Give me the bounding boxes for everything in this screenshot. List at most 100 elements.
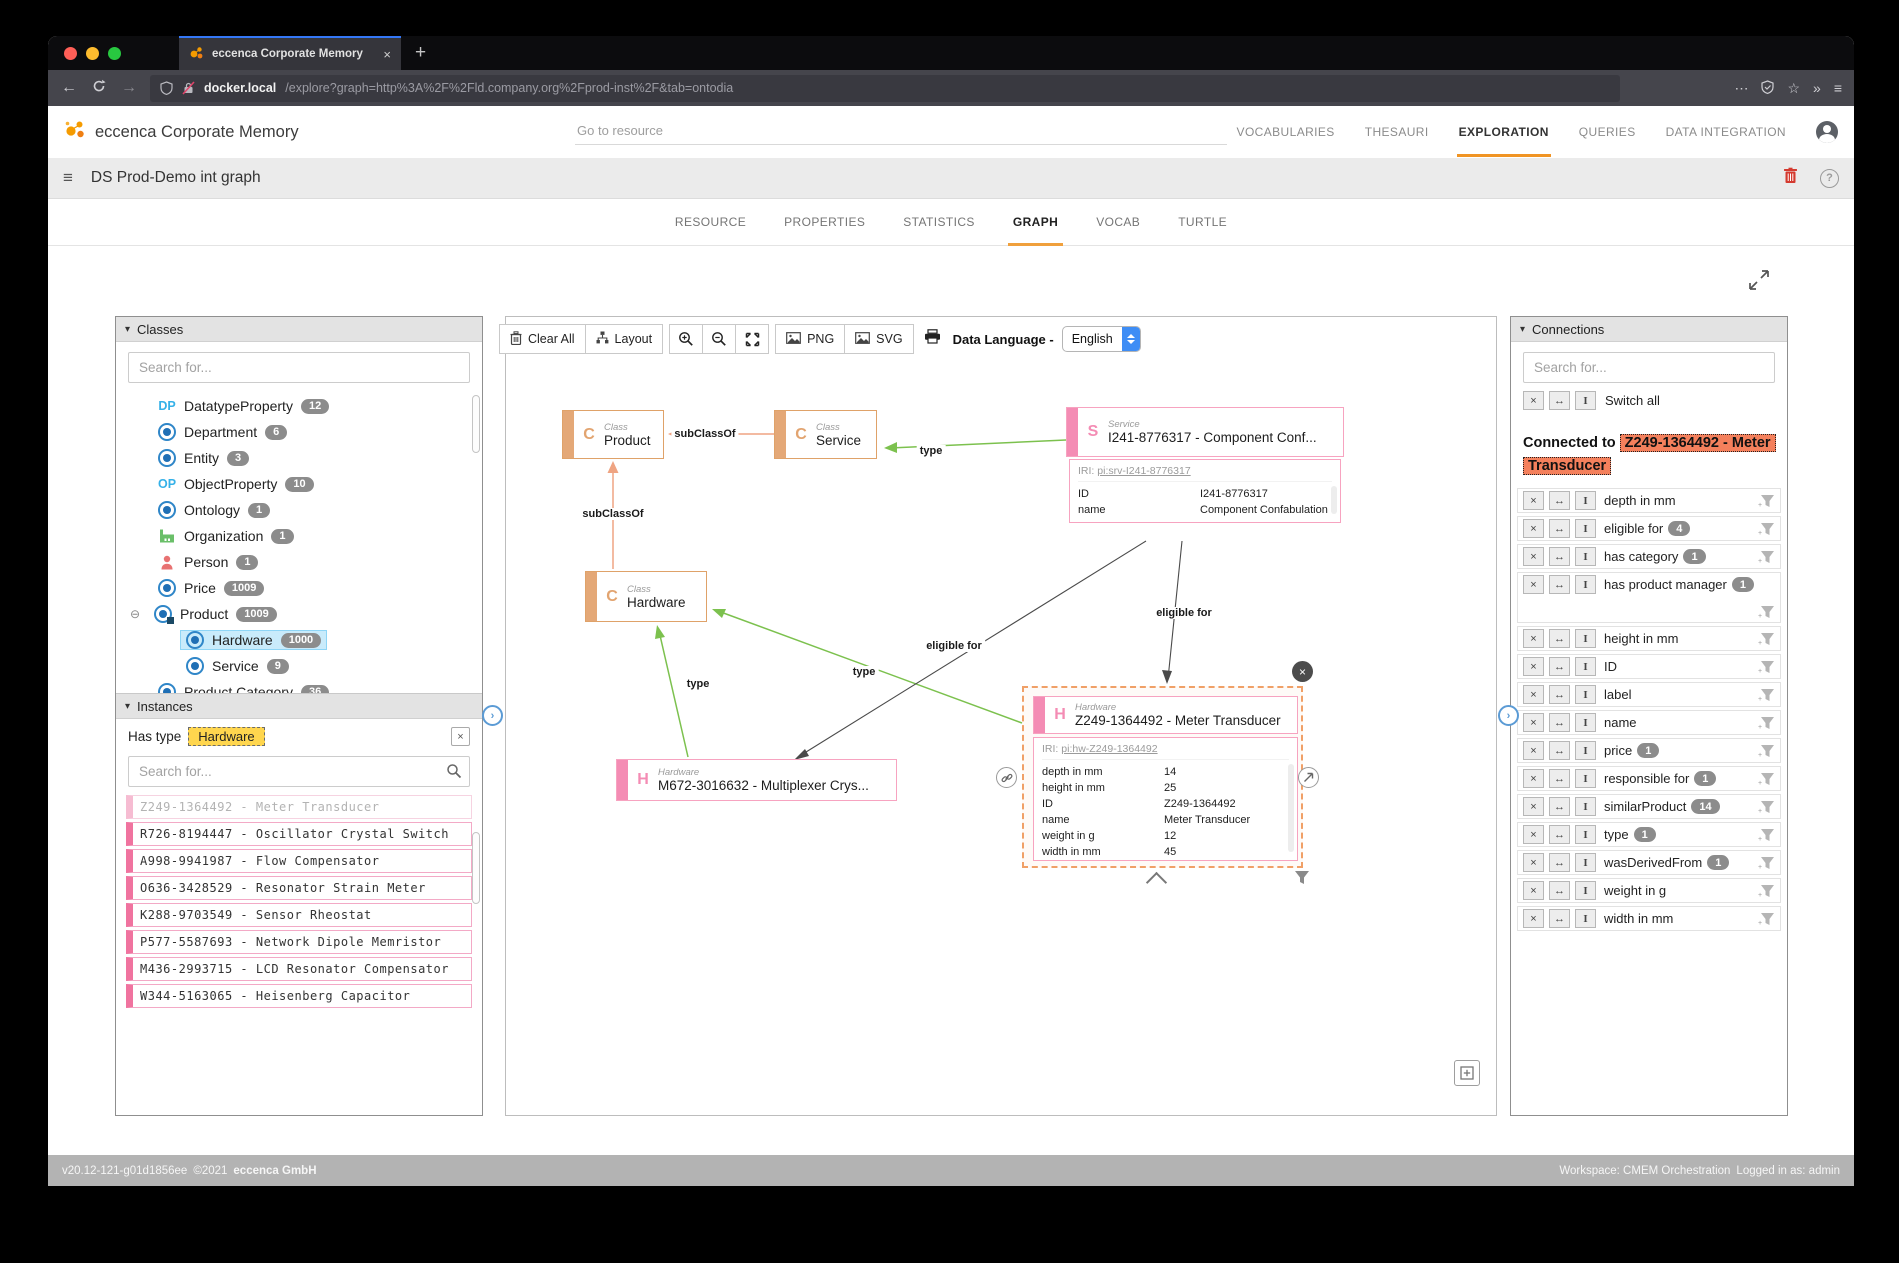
class-tree-item[interactable]: Person 1 — [116, 549, 482, 575]
swap-connection-icon[interactable]: ↔ — [1549, 491, 1570, 510]
class-tree-item[interactable]: Price 1009 — [116, 575, 482, 601]
filter-node-icon[interactable] — [1294, 869, 1312, 887]
instances-search-input[interactable] — [128, 756, 470, 787]
menu-icon[interactable]: ≡ — [63, 168, 73, 187]
class-tree-item[interactable]: Entity 3 — [116, 445, 482, 471]
tab-properties[interactable]: PROPERTIES — [784, 215, 866, 229]
add-filter-icon[interactable]: + — [1758, 883, 1775, 899]
instance-list-item[interactable]: O636-3428529 - Resonator Strain Meter — [126, 876, 472, 900]
add-filter-icon[interactable]: + — [1758, 911, 1775, 927]
node-scrollbar[interactable] — [1331, 486, 1337, 514]
add-filter-icon[interactable]: + — [1758, 493, 1775, 509]
brand[interactable]: eccenca Corporate Memory — [64, 119, 299, 146]
nav-exploration[interactable]: EXPLORATION — [1456, 125, 1551, 157]
remove-connection-icon[interactable]: × — [1523, 797, 1544, 816]
instance-list-item[interactable]: P577-5587693 - Network Dipole Memristor — [126, 930, 472, 954]
swap-connection-icon[interactable]: ↔ — [1549, 881, 1570, 900]
connection-row[interactable]: × ↔ I depth in mm + — [1517, 488, 1781, 513]
window-close-button[interactable] — [64, 46, 77, 60]
swap-connection-icon[interactable]: ↔ — [1549, 741, 1570, 760]
text-connection-icon[interactable]: I — [1575, 909, 1596, 928]
remove-connection-icon[interactable]: × — [1523, 853, 1544, 872]
class-tree-item[interactable]: DP DatatypeProperty 12 — [116, 393, 482, 419]
navigate-node-icon[interactable] — [1298, 767, 1319, 788]
graph-canvas[interactable]: Clear All Layout PNG SVG — [499, 316, 1497, 1116]
remove-connection-icon[interactable]: × — [1523, 657, 1544, 676]
connection-row[interactable]: × ↔ I name + — [1517, 710, 1781, 735]
export-svg-button[interactable]: SVG — [844, 324, 914, 354]
instances-scrollbar[interactable] — [472, 832, 480, 904]
add-filter-icon[interactable]: + — [1758, 521, 1775, 537]
filter-clear-icon[interactable]: × — [451, 727, 470, 746]
text-connection-icon[interactable]: I — [1575, 519, 1596, 538]
text-connection-icon[interactable]: I — [1575, 769, 1596, 788]
tab-vocab[interactable]: VOCAB — [1096, 215, 1141, 229]
tab-graph[interactable]: GRAPH — [1007, 199, 1064, 246]
connections-search-input[interactable] — [1523, 352, 1775, 383]
swap-all-icon[interactable]: ↔ — [1549, 391, 1570, 410]
window-minimize-button[interactable] — [86, 46, 99, 60]
class-tree-item[interactable]: Service 9 — [116, 653, 482, 679]
instance-list-item[interactable]: A998-9941987 - Flow Compensator — [126, 849, 472, 873]
class-tree-item[interactable]: Product Category 36 — [116, 679, 482, 693]
swap-connection-icon[interactable]: ↔ — [1549, 657, 1570, 676]
help-icon[interactable]: ? — [1820, 168, 1839, 188]
connection-row[interactable]: × ↔ I price 1 + — [1517, 738, 1781, 763]
text-connection-icon[interactable]: I — [1575, 741, 1596, 760]
remove-connection-icon[interactable]: × — [1523, 519, 1544, 538]
text-connection-icon[interactable]: I — [1575, 825, 1596, 844]
clear-all-button[interactable]: Clear All — [499, 324, 586, 354]
class-tree-item[interactable]: OP ObjectProperty 10 — [116, 471, 482, 497]
remove-connection-icon[interactable]: × — [1523, 909, 1544, 928]
class-tree-item[interactable]: Organization 1 — [116, 523, 482, 549]
print-icon[interactable] — [924, 329, 941, 349]
connections-section-header[interactable]: ▾ Connections — [1511, 317, 1787, 342]
remove-connection-icon[interactable]: × — [1523, 741, 1544, 760]
instance-list-item[interactable]: Z249-1364492 - Meter Transducer — [126, 795, 472, 819]
goto-resource-input[interactable] — [575, 117, 1227, 145]
swap-connection-icon[interactable]: ↔ — [1549, 519, 1570, 538]
add-filter-icon[interactable]: + — [1758, 715, 1775, 731]
zoom-in-button[interactable] — [669, 324, 704, 354]
tree-expander-icon[interactable]: ⊖ — [130, 607, 141, 621]
add-filter-icon[interactable]: + — [1758, 687, 1775, 703]
class-tree-item[interactable]: Department 6 — [116, 419, 482, 445]
tracking-shield-icon[interactable] — [160, 81, 173, 95]
collapse-right-panel-handle[interactable]: › — [1498, 705, 1519, 726]
collapse-left-panel-handle[interactable]: › — [482, 705, 503, 726]
instances-section-header[interactable]: ▾ Instances — [116, 693, 482, 719]
remove-connection-icon[interactable]: × — [1523, 685, 1544, 704]
add-filter-icon[interactable]: + — [1758, 743, 1775, 759]
classes-section-header[interactable]: ▾ Classes — [116, 317, 482, 342]
add-filter-icon[interactable]: + — [1758, 771, 1775, 787]
nav-data-integration[interactable]: DATA INTEGRATION — [1665, 125, 1786, 139]
back-icon[interactable]: ← — [61, 79, 77, 96]
instance-list-item[interactable]: M436-2993715 - LCD Resonator Compensator — [126, 957, 472, 981]
add-filter-icon[interactable]: + — [1758, 659, 1775, 675]
swap-connection-icon[interactable]: ↔ — [1549, 575, 1570, 594]
swap-connection-icon[interactable]: ↔ — [1549, 769, 1570, 788]
remove-all-icon[interactable]: × — [1523, 391, 1544, 410]
tab-turtle[interactable]: TURTLE — [1178, 215, 1228, 229]
insecure-lock-icon[interactable] — [182, 81, 195, 95]
text-all-icon[interactable]: I — [1575, 391, 1596, 410]
remove-connection-icon[interactable]: × — [1523, 629, 1544, 648]
nav-vocabularies[interactable]: VOCABULARIES — [1236, 125, 1335, 139]
tab-resource[interactable]: RESOURCE — [674, 215, 747, 229]
zoom-to-fit-button[interactable] — [735, 324, 770, 354]
swap-connection-icon[interactable]: ↔ — [1549, 629, 1570, 648]
link-node-icon[interactable] — [996, 767, 1017, 788]
collapse-properties-icon[interactable] — [1145, 871, 1168, 894]
layout-button[interactable]: Layout — [584, 324, 664, 354]
add-to-canvas-button[interactable] — [1454, 1060, 1480, 1086]
swap-connection-icon[interactable]: ↔ — [1549, 853, 1570, 872]
instance-list-item[interactable]: R726-8194447 - Oscillator Crystal Switch — [126, 822, 472, 846]
instance-list-item[interactable]: K288-9703549 - Sensor Rheostat — [126, 903, 472, 927]
search-icon[interactable] — [446, 763, 462, 784]
swap-connection-icon[interactable]: ↔ — [1549, 547, 1570, 566]
connection-row[interactable]: × ↔ I height in mm + — [1517, 626, 1781, 651]
swap-connection-icon[interactable]: ↔ — [1549, 909, 1570, 928]
